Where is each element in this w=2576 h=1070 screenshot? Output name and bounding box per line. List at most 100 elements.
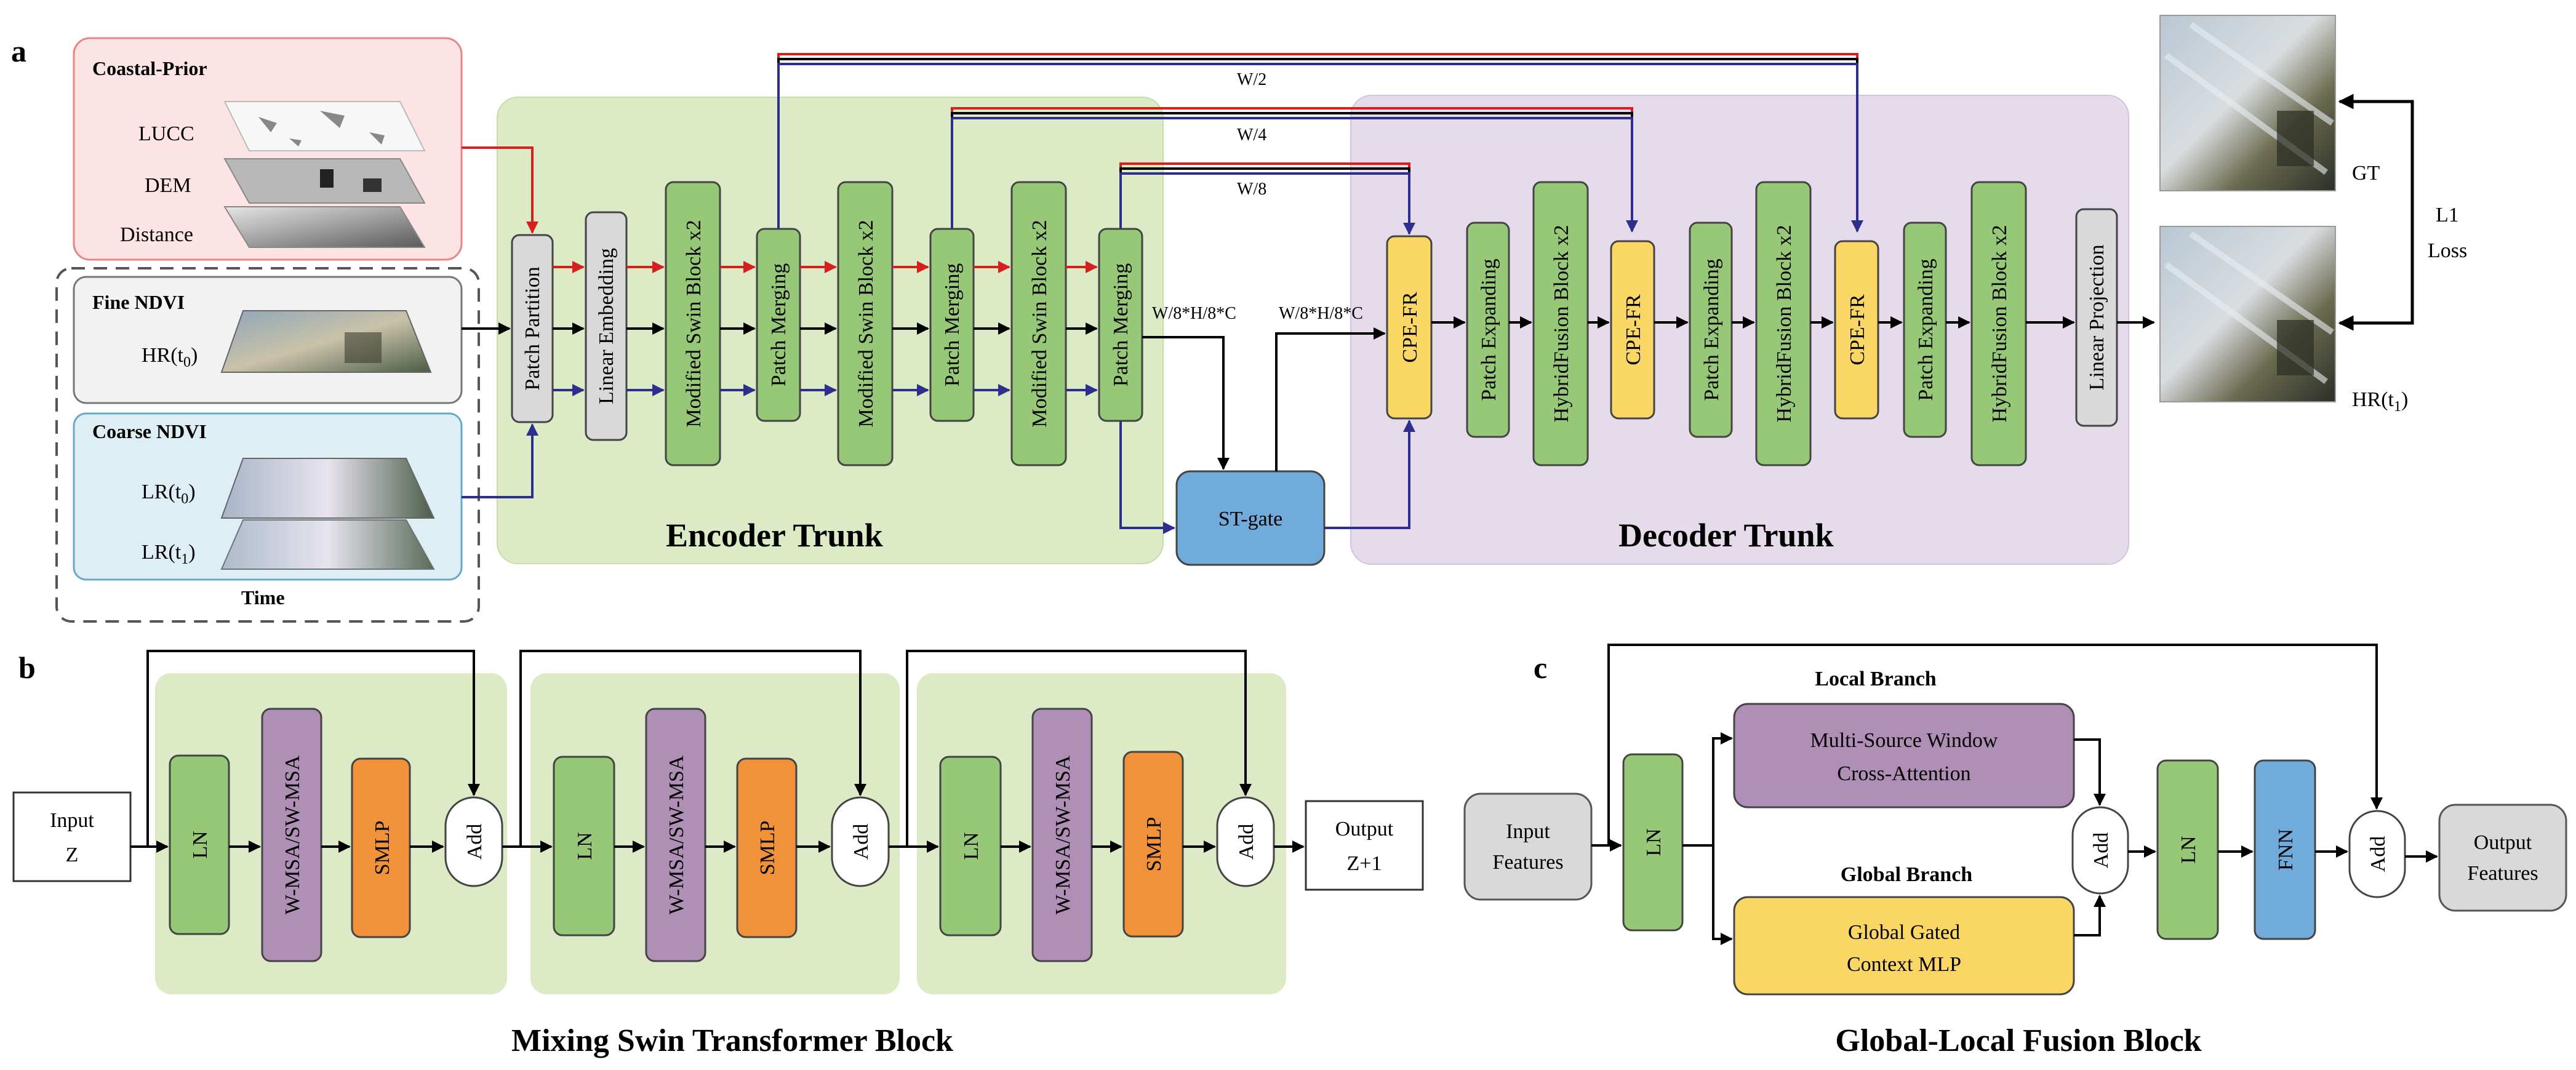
panel-c-title: Global-Local Fusion Block — [1835, 1023, 2201, 1058]
coastal-prior-box: Coastal-Prior LUCC DEM Distance — [73, 37, 463, 261]
time-group-border — [55, 267, 480, 623]
svg-text:Linear Projection: Linear Projection — [2086, 245, 2108, 391]
patch-merging-1: Patch Merging — [756, 228, 801, 422]
gt-label: GT — [2352, 162, 2380, 185]
encoder-blocks: Patch Partition Linear Embedding Modifie… — [511, 181, 1143, 466]
svg-text:HybridFusion Block x2: HybridFusion Block x2 — [1773, 225, 1796, 422]
distance-label: Distance — [120, 223, 193, 246]
c-fnn: FNN — [2254, 759, 2316, 940]
fine-ndvi-title: Fine NDVI — [92, 291, 185, 313]
svg-text:ST-gate: ST-gate — [1218, 508, 1283, 530]
lucc-label: LUCC — [138, 122, 194, 145]
skip-label-w4: W/4 — [1237, 126, 1266, 145]
lr-t0-image — [220, 458, 435, 519]
svg-text:Features: Features — [1492, 851, 1563, 874]
svg-text:Global Gated: Global Gated — [1848, 921, 1960, 944]
panel-c: c Input Features LN Local Branch Multi-S… — [1463, 644, 2567, 1058]
c-ln-1: LN — [1622, 753, 1684, 932]
svg-text:Patch Merging: Patch Merging — [1110, 263, 1132, 387]
svg-text:CPE-FR: CPE-FR — [1399, 292, 1422, 363]
encoder-output-dim: W/8*H/8*C — [1152, 304, 1236, 323]
swin-stage-1: LN W-MSA/SW-MSA SMLP Add — [155, 673, 507, 994]
hr-t0-texture — [345, 332, 382, 363]
svg-text:Patch Expanding: Patch Expanding — [1478, 258, 1500, 401]
loss-bracket — [2338, 94, 2414, 331]
dem-texture-a — [320, 169, 334, 188]
stage3-smlp: SMLP — [1122, 751, 1184, 938]
panel-a: a Coastal-Prior LUCC DEM Distance Fine N… — [11, 15, 2467, 623]
svg-text:W-MSA/SW-MSA: W-MSA/SW-MSA — [281, 755, 304, 914]
encoder-to-gate-arrow — [1142, 336, 1230, 470]
global-branch-block: Global Gated Context MLP — [1733, 896, 2075, 996]
svg-text:Input: Input — [50, 809, 94, 832]
svg-text:Z: Z — [66, 844, 79, 866]
gate-to-cpe-arrow — [1324, 420, 1415, 529]
patch-expanding-3: Patch Expanding — [1903, 222, 1947, 438]
c-input-box: Input Features — [1463, 793, 1593, 901]
c-ln-2: LN — [2156, 759, 2219, 940]
svg-text:SMLP: SMLP — [1143, 817, 1166, 872]
linear-projection-block: Linear Projection — [2075, 208, 2118, 427]
svg-text:LN: LN — [574, 832, 596, 860]
gate-to-decoder-arrow — [1275, 327, 1386, 471]
hybridfusion-block-3: HybridFusion Block x2 — [1970, 181, 2027, 466]
panel-b-title: Mixing Swin Transformer Block — [511, 1023, 953, 1058]
stage2-add: Add — [831, 796, 890, 887]
hybridfusion-block-2: HybridFusion Block x2 — [1755, 181, 1812, 466]
panel-a-letter: a — [11, 34, 26, 68]
time-label: Time — [241, 586, 285, 609]
cpe-fr-3: CPE-FR — [1834, 240, 1879, 420]
c-add-1: Add — [2071, 806, 2129, 895]
svg-text:SMLP: SMLP — [756, 821, 779, 876]
svg-text:CPE-FR: CPE-FR — [1846, 294, 1869, 365]
stage3-msa: W-MSA/SW-MSA — [1031, 708, 1093, 962]
svg-text:Patch Merging: Patch Merging — [941, 263, 964, 387]
hr-t1-image — [2159, 226, 2336, 402]
c-add-2: Add — [2348, 810, 2406, 898]
stage2-ln: LN — [553, 756, 615, 936]
lr-t0-label: LR(t0) — [142, 481, 196, 507]
panel-b: b Input Z Output Z+1 LN W-MSA/SW-MSA — [12, 650, 1424, 1058]
dem-texture-b — [363, 178, 382, 192]
loss-label-l1: L1 — [2436, 204, 2459, 226]
gt-image — [2159, 15, 2336, 191]
svg-text:Add: Add — [463, 824, 486, 860]
svg-text:Patch Partition: Patch Partition — [521, 266, 544, 390]
hybridfusion-block-1: HybridFusion Block x2 — [1532, 181, 1589, 466]
lr-t1-label: LR(t1) — [142, 541, 196, 567]
decoder-title: Decoder Trunk — [1618, 517, 1834, 554]
dem-label: DEM — [145, 174, 191, 197]
svg-text:Patch Expanding: Patch Expanding — [1914, 258, 1937, 401]
swin-stage-3: LN W-MSA/SW-MSA SMLP Add — [917, 673, 1286, 994]
patch-expanding-2: Patch Expanding — [1689, 222, 1733, 438]
svg-text:Features: Features — [2467, 862, 2538, 885]
patch-merging-2: Patch Merging — [929, 228, 975, 422]
coarse-to-partition-arrow — [462, 423, 538, 498]
svg-text:FNN: FNN — [2274, 829, 2297, 871]
skip-connections: W/2 W/4 W/8 — [777, 53, 1863, 235]
svg-text:HybridFusion Block x2: HybridFusion Block x2 — [1988, 225, 2011, 422]
svg-text:SMLP: SMLP — [371, 821, 394, 876]
st-gate-block: ST-gate — [1175, 470, 1326, 566]
panel-c-letter: c — [1534, 650, 1547, 685]
stage2-msa: W-MSA/SW-MSA — [645, 708, 706, 962]
patch-partition-block: Patch Partition — [511, 234, 554, 423]
b-output-box: Output Z+1 — [1305, 800, 1424, 891]
c-output-box: Output Features — [2438, 804, 2567, 912]
svg-text:Add: Add — [2090, 832, 2113, 869]
modified-swin-block-3: Modified Swin Block x2 — [1010, 181, 1067, 466]
patch-merging-3: Patch Merging — [1098, 228, 1143, 422]
svg-text:W-MSA/SW-MSA: W-MSA/SW-MSA — [665, 755, 688, 914]
merge-to-gate-arrow — [1119, 421, 1175, 534]
stage1-ln: LN — [169, 754, 230, 935]
stage2-smlp: SMLP — [736, 757, 798, 938]
stage1-add: Add — [444, 796, 503, 887]
stage3-ln: LN — [939, 756, 1002, 936]
encoder-flow-arrows — [462, 146, 1098, 498]
linear-embedding-block: Linear Embedding — [585, 211, 628, 441]
local-branch-block: Multi-Source Window Cross-Attention — [1733, 703, 2075, 808]
fine-ndvi-box: Fine NDVI HR(t0) — [73, 276, 463, 404]
svg-text:Context MLP: Context MLP — [1847, 953, 1961, 976]
svg-text:W-MSA/SW-MSA: W-MSA/SW-MSA — [1052, 755, 1074, 914]
svg-text:Modified Swin Block x2: Modified Swin Block x2 — [682, 220, 705, 427]
